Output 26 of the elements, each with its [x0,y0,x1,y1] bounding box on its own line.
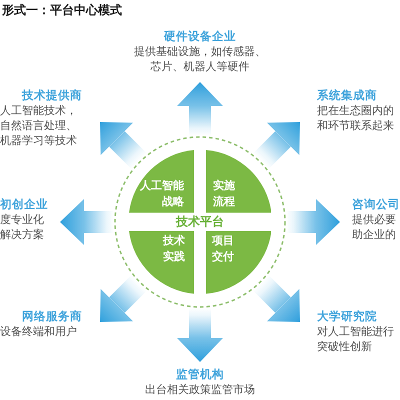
diagram-title: 形式一：平台中心模式 [2,2,122,18]
role-description: 出台相关政策监管市场 [145,382,255,397]
quadrant-label: 人工智能战略 [138,178,184,210]
role-title: 咨询公司 [352,196,400,212]
role-description: 对人工智能进行突破性创新 [317,324,395,354]
arrow [60,199,114,245]
role-description: 提供必要助企业的 [352,212,397,242]
role-title: 初创企业 [0,196,48,212]
quadrant-label: 项目交付 [212,233,235,265]
role-description: 度专业化解决方案 [0,212,45,242]
role-description: 把在生态圈内的和环节联系起来 [317,103,395,133]
role-title: 技术提供商 [22,87,82,103]
arrow [286,199,340,245]
arrow [177,82,223,136]
quadrant-label: 实施流程 [213,178,236,210]
role-title: 网络服务商 [22,308,82,324]
platform-label: 技术平台 [176,214,224,230]
role-title: 监管机构 [176,366,224,382]
quadrant-label: 技术实践 [162,233,185,265]
role-title: 系统集成商 [317,87,377,103]
role-title: 硬件设备企业 [164,28,236,44]
role-title: 大学研究院 [317,308,377,324]
role-description: 提供基础设施，如传感器、芯片、机器人等硬件 [134,44,266,74]
arrow [177,308,223,362]
role-description: 设备终端和用户 [0,324,77,339]
role-description: 人工智能技术，自然语言处理、机器学习等技术 [0,103,78,148]
